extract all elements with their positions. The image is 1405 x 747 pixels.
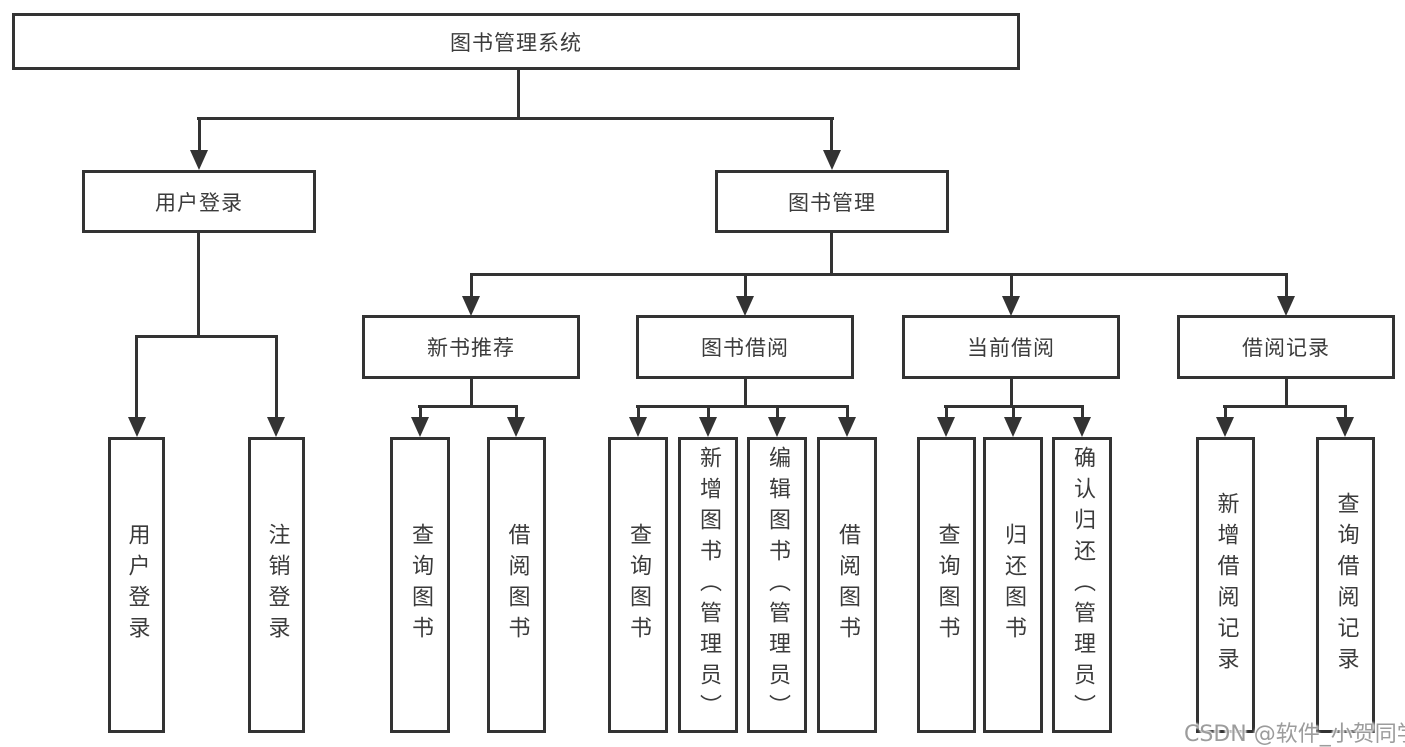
connector-stem-add-books-admin [707,405,710,419]
node-root-label: 图书管理系统 [450,30,582,55]
leaf-add-books-admin: 新增图书（管理员） [678,437,738,733]
arrowhead-book-borrow [736,296,754,316]
connector-user-login-drop [197,233,200,335]
leaf-query-books-3: 查询图书 [917,437,976,733]
leaf-logout-label: 注销登录 [264,523,290,647]
connector-stem-new-book-recommend [470,273,473,297]
node-borrow-records-label: 借阅记录 [1242,336,1330,360]
connector-stem-query-books-2 [637,405,640,419]
leaf-query-books-2: 查询图书 [608,437,668,733]
watermark: CSDN @软件_小贺同学 [1184,722,1405,747]
leaf-query-borrow-record-label: 查询借阅记录 [1333,492,1359,678]
connector-new-book-recommend-rail [418,405,518,408]
arrowhead-user-login [190,150,208,170]
connector-book-borrow-rail [636,405,848,408]
arrowhead-query-books-2 [629,417,647,437]
arrowhead-leaf-user-login [128,417,146,437]
leaf-confirm-return-admin-label: 确认归还（管理员） [1070,445,1095,725]
connector-root-drop [517,69,520,119]
node-current-borrow: 当前借阅 [902,315,1120,379]
leaf-return-books: 归还图书 [983,437,1043,733]
leaf-add-books-admin-label: 新增图书（管理员） [696,445,721,725]
node-root: 图书管理系统 [12,13,1020,70]
node-new-book-recommend: 新书推荐 [362,315,580,379]
leaf-query-borrow-record: 查询借阅记录 [1316,437,1375,733]
connector-user-login-rail [135,335,278,338]
leaf-query-books-2-label: 查询图书 [626,523,651,647]
node-user-login: 用户登录 [82,170,316,233]
leaf-borrow-books-2-label: 借阅图书 [835,523,860,647]
connector-stem-borrow-records [1285,273,1288,297]
arrowhead-new-book-recommend [462,296,480,316]
connector-current-borrow-drop [1010,379,1013,407]
leaf-edit-books-admin-label: 编辑图书（管理员） [765,445,790,725]
connector-stem-query-books-3 [945,405,948,419]
leaf-query-books-1-label: 查询图书 [408,523,433,647]
node-current-borrow-label: 当前借阅 [967,336,1055,360]
arrowhead-leaf-logout [267,417,285,437]
leaf-borrow-books-2: 借阅图书 [817,437,877,733]
arrowhead-add-borrow-record [1216,417,1234,437]
connector-stem-return-books [1012,405,1015,419]
arrowhead-query-books-3 [937,417,955,437]
arrowhead-return-books [1004,417,1022,437]
node-book-management: 图书管理 [715,170,949,233]
connector-stem-book-borrow [744,273,747,297]
arrowhead-borrow-books-1 [507,417,525,437]
node-book-borrow: 图书借阅 [636,315,854,379]
node-user-login-label: 用户登录 [155,190,243,215]
leaf-user-login-label: 用户登录 [124,523,150,647]
arrowhead-current-borrow [1002,296,1020,316]
arrowhead-query-books-1 [411,417,429,437]
connector-level2-rail [197,117,834,120]
arrowhead-confirm-return [1073,417,1091,437]
leaf-edit-books-admin: 编辑图书（管理员） [747,437,807,733]
leaf-add-borrow-record-label: 新增借阅记录 [1213,492,1239,678]
leaf-return-books-label: 归还图书 [1001,523,1026,647]
arrowhead-add-books-admin [699,417,717,437]
node-new-book-recommend-label: 新书推荐 [427,336,515,360]
leaf-confirm-return-admin: 确认归还（管理员） [1052,437,1112,733]
connector-book-management-drop [830,233,833,273]
connector-stem-book-management [830,117,833,151]
leaf-query-books-1: 查询图书 [390,437,450,733]
arrowhead-borrow-records [1277,296,1295,316]
connector-borrow-records-drop [1285,379,1288,407]
leaf-borrow-books-1-label: 借阅图书 [504,523,530,647]
leaf-logout: 注销登录 [248,437,305,733]
arrowhead-edit-books-admin [768,417,786,437]
connector-stem-borrow-books-1 [515,405,518,419]
connector-stem-borrow-books-2 [846,405,849,419]
connector-stem-query-books-1 [419,405,422,419]
leaf-user-login: 用户登录 [108,437,165,733]
connector-stem-current-borrow [1010,273,1013,297]
connector-stem-leaf-user-login [135,335,138,418]
connector-stem-confirm-return [1081,405,1084,419]
connector-new-book-recommend-drop [470,379,473,407]
node-borrow-records: 借阅记录 [1177,315,1395,379]
connector-stem-user-login [198,117,201,151]
leaf-borrow-books-1: 借阅图书 [487,437,546,733]
connector-stem-query-borrow-record [1344,405,1347,419]
node-book-borrow-label: 图书借阅 [701,336,789,360]
connector-borrow-records-rail [1223,405,1347,408]
arrowhead-book-management [823,150,841,170]
connector-stem-edit-books-admin [776,405,779,419]
connector-level3-rail [470,273,1287,276]
connector-stem-add-borrow-record [1224,405,1227,419]
arrowhead-borrow-books-2 [838,417,856,437]
leaf-query-books-3-label: 查询图书 [934,523,960,647]
node-book-management-label: 图书管理 [788,190,876,215]
connector-stem-leaf-logout [275,335,278,418]
arrowhead-query-borrow-record [1336,417,1354,437]
connector-book-borrow-drop [744,379,747,407]
leaf-add-borrow-record: 新增借阅记录 [1196,437,1255,733]
